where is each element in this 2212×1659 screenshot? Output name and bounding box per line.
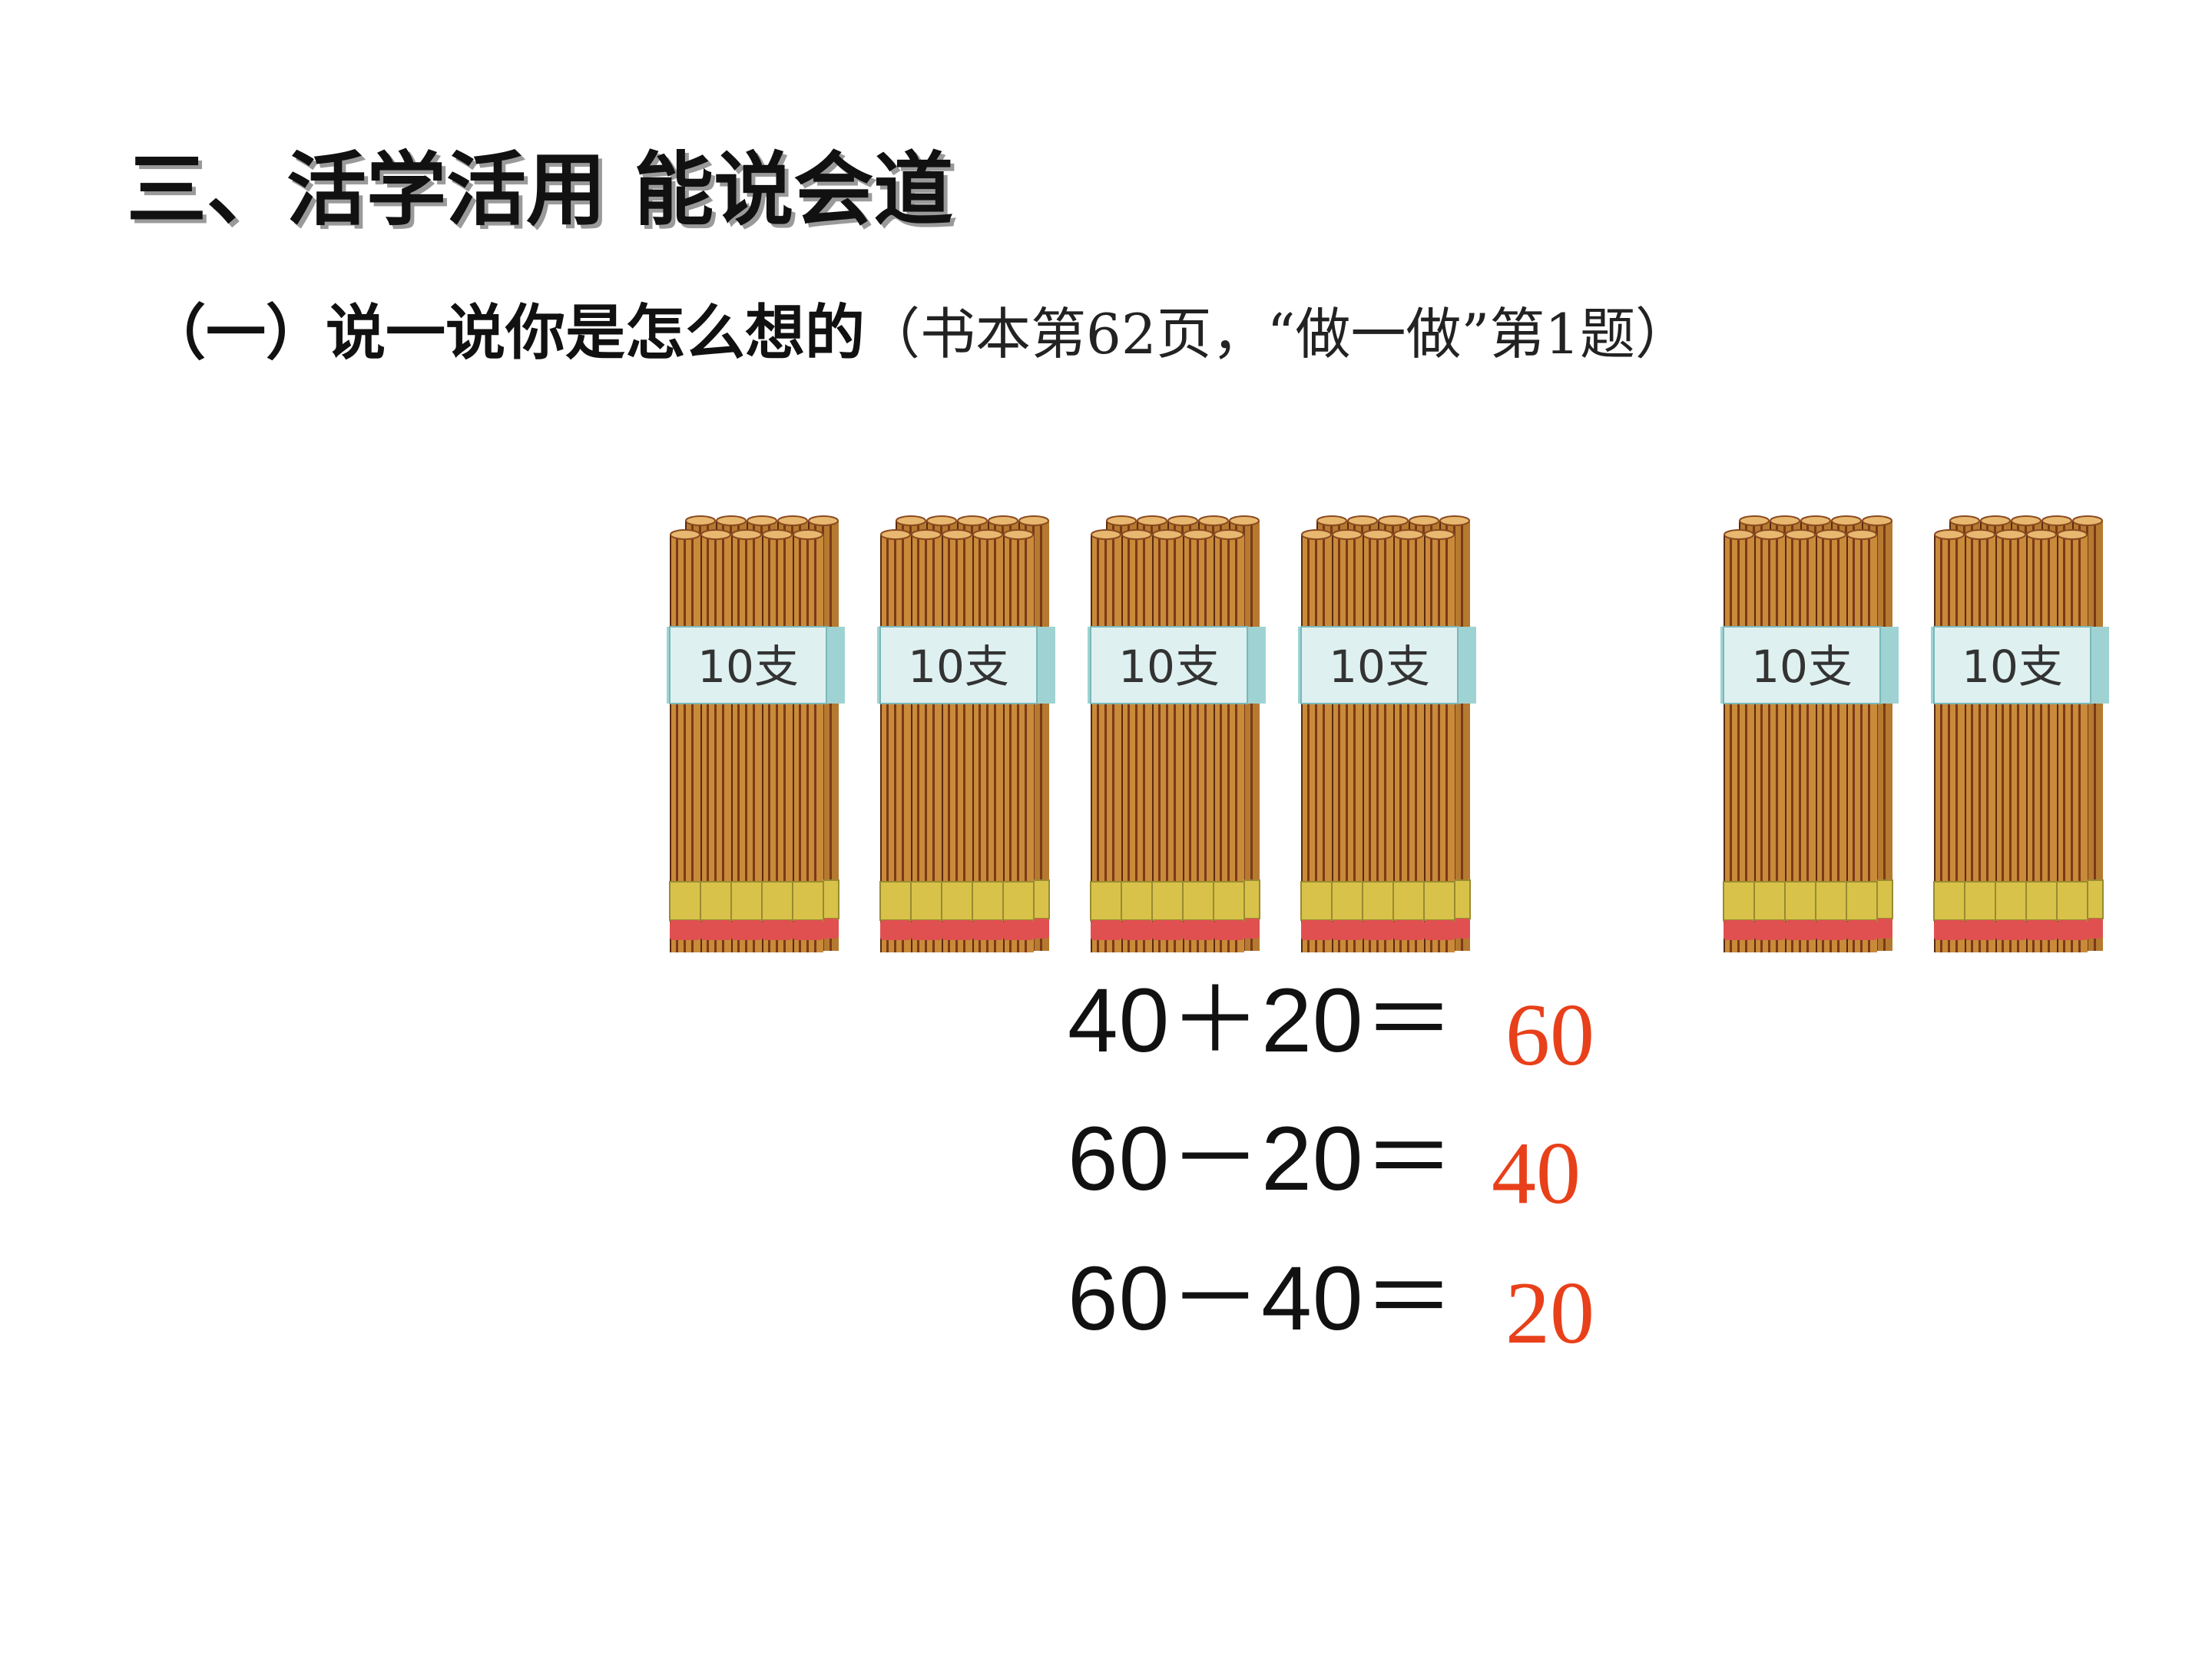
bundle-label: 10支 (908, 641, 1009, 693)
pencil-bundle-drawing: 10支 (1088, 515, 1266, 952)
pencil-bundle-drawing: 10支 (877, 515, 1055, 952)
bundle-label: 10支 (1962, 641, 2063, 693)
pencil-bundle: 10支 (1298, 512, 1478, 952)
pencil-bundle-drawing: 10支 (1931, 515, 2109, 952)
equation-answer: 20 (1505, 1264, 1594, 1363)
pencil-bundle: 10支 (877, 512, 1057, 952)
pencil-bundle: 10支 (1931, 512, 2111, 952)
bundle-label: 10支 (1751, 641, 1853, 693)
pencil-bundle-drawing: 10支 (667, 515, 845, 952)
subheading-reference: （书本第62页，“做一做”第1题） (865, 302, 1691, 366)
pencil-bundle-drawing: 10支 (1720, 515, 1899, 952)
pencil-bundle: 10支 (1720, 512, 1900, 952)
subheading-main: （一）说一说你是怎么想的 (146, 299, 866, 368)
pencil-bundle: 10支 (667, 512, 846, 952)
bundle-label: 10支 (1118, 641, 1220, 693)
pencil-bundle: 10支 (1088, 512, 1267, 952)
equation-expression: 60－20＝ (1068, 1108, 1455, 1210)
subheading: （一）说一说你是怎么想的（书本第62页，“做一做”第1题） (146, 298, 1690, 370)
page-title: 三、活学活用 能说会道 (127, 143, 954, 237)
equation-answer: 60 (1505, 986, 1594, 1084)
equation-answer: 40 (1492, 1124, 1581, 1223)
pencil-bundle-drawing: 10支 (1298, 515, 1476, 952)
bundle-label: 10支 (697, 641, 799, 693)
equation-expression: 60－40＝ (1068, 1248, 1455, 1349)
bundle-label: 10支 (1329, 641, 1430, 693)
equation-expression: 40＋20＝ (1068, 970, 1455, 1071)
